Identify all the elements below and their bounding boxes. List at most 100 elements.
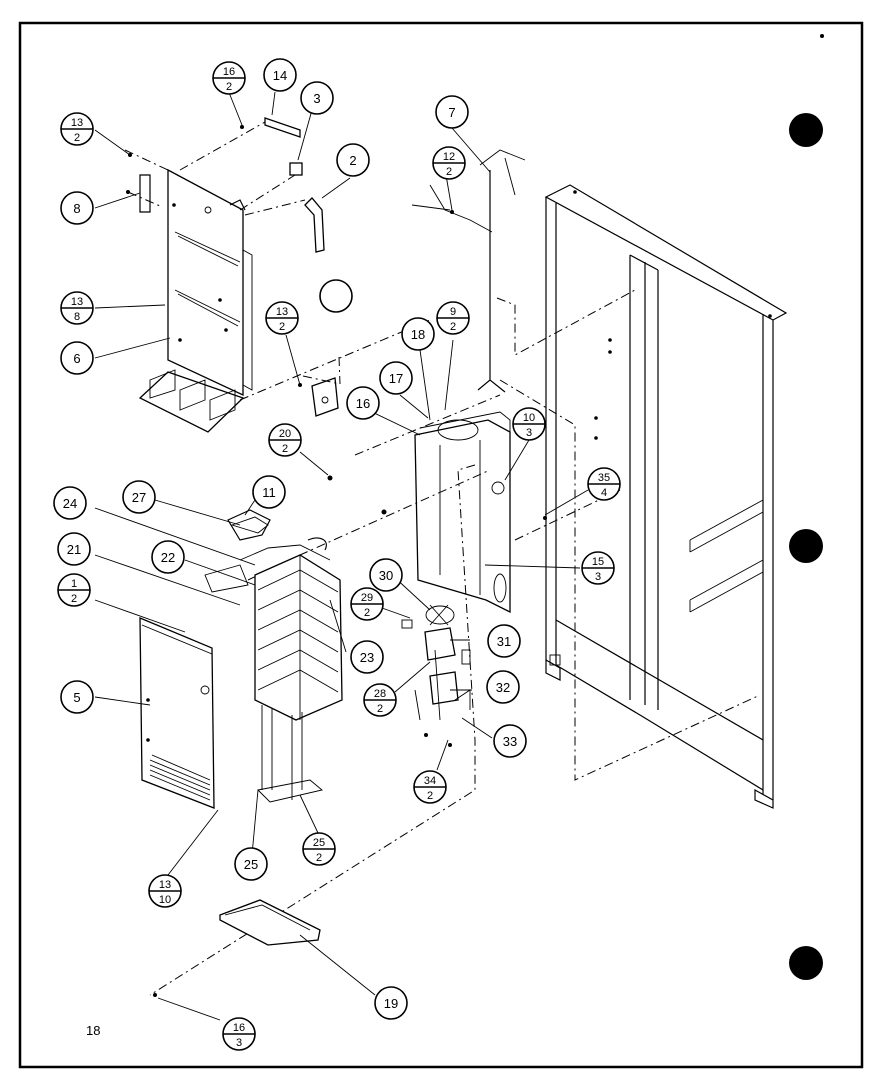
callout-part-number: 13 [159, 879, 171, 891]
callout-23: 23 [350, 640, 384, 674]
callout-circle [336, 143, 370, 177]
fan-motor-assembly [401, 604, 471, 721]
callout-part-number: 20 [279, 428, 291, 440]
callout-circle [374, 986, 408, 1020]
callout-part-number: 10 [523, 412, 535, 424]
callout-part-number: 2 [349, 153, 356, 168]
callout-circle [60, 341, 94, 375]
callout-part-number: 8 [73, 201, 80, 216]
callout-part-number: 25 [313, 837, 325, 849]
callout-circle [435, 95, 469, 129]
callout-part-number: 29 [361, 592, 373, 604]
callout-17: 17 [379, 361, 413, 395]
callout-13-2-b: 132 [265, 301, 299, 335]
callout-quantity: 2 [364, 607, 370, 619]
callout-quantity: 2 [427, 790, 433, 802]
callout-part-number: 32 [496, 680, 510, 695]
callout-quantity: 3 [236, 1037, 242, 1049]
callout-circle [60, 191, 94, 225]
callout-3: 3 [300, 81, 334, 115]
callout-8: 8 [60, 191, 94, 225]
evaporator-cover-upper [138, 168, 253, 433]
callout-circle [300, 81, 334, 115]
callout-28-2: 282 [363, 683, 397, 717]
callout-30: 30 [369, 558, 403, 592]
callout-part-number: 35 [598, 472, 610, 484]
callout-circle [60, 680, 94, 714]
callout-circle [487, 624, 521, 658]
callout-circle [369, 558, 403, 592]
refrigerator-cabinet [544, 184, 788, 809]
evaporator-coil [239, 544, 343, 803]
callout-part-number: 16 [233, 1022, 245, 1034]
callout-part-number: 5 [73, 690, 80, 705]
callout-quantity: 8 [74, 311, 80, 323]
callout-25: 25 [234, 847, 268, 881]
callout-part-number: 27 [132, 490, 146, 505]
callout-part-number: 24 [63, 496, 77, 511]
callout-circle [252, 475, 286, 509]
callout-22: 22 [151, 540, 185, 574]
page-number: 18 [86, 1023, 100, 1038]
callout-part-number: 23 [360, 650, 374, 665]
callout-part-number: 13 [71, 117, 83, 129]
callout-part-number: 16 [223, 66, 235, 78]
callout-part-number: 1 [71, 578, 77, 590]
callout-part-number: 13 [71, 296, 83, 308]
callout-2: 2 [336, 143, 370, 177]
callout-part-number: 21 [67, 542, 81, 557]
callout-9-2: 92 [436, 301, 470, 335]
callout-13-8: 138 [60, 291, 94, 325]
callout-part-number: 22 [161, 550, 175, 565]
callout-25-2: 252 [302, 832, 336, 866]
callout-11: 11 [252, 475, 286, 509]
callout-35-4: 354 [587, 467, 621, 501]
callout-part-number: 31 [497, 634, 511, 649]
callout-6: 6 [60, 341, 94, 375]
callout-part-number: 6 [73, 351, 80, 366]
callout-circle [53, 486, 87, 520]
callout-part-number: 34 [424, 775, 436, 787]
callout-part-number: 15 [592, 556, 604, 568]
callout-circle [57, 532, 91, 566]
fan-shroud [414, 411, 511, 614]
callout-quantity: 2 [282, 443, 288, 455]
callout-blank [319, 279, 353, 313]
callout-quantity: 2 [450, 321, 456, 333]
callout-circle [493, 724, 527, 758]
callout-part-number: 9 [450, 306, 456, 318]
callout-circle [234, 847, 268, 881]
callout-part-number: 11 [262, 485, 276, 500]
callout-15-3: 153 [581, 551, 615, 585]
callout-34-2: 342 [413, 770, 447, 804]
callout-circle [486, 670, 520, 704]
callout-1-2: 12 [57, 573, 91, 607]
callout-circle [122, 480, 156, 514]
callout-10-3: 103 [512, 407, 546, 441]
callout-18: 18 [401, 317, 435, 351]
callout-quantity: 2 [279, 321, 285, 333]
callout-part-number: 18 [411, 327, 425, 342]
callout-21: 21 [57, 532, 91, 566]
binder-hole-bottom [789, 946, 823, 980]
callout-layer: 1328138616214321327122189217162021033541… [53, 58, 621, 1051]
callout-part-number: 16 [356, 396, 370, 411]
callout-circle [350, 640, 384, 674]
callout-29-2: 292 [350, 587, 384, 621]
callout-circle [263, 58, 297, 92]
callout-quantity: 2 [74, 132, 80, 144]
callout-part-number: 12 [443, 151, 455, 163]
callout-circle [401, 317, 435, 351]
callout-circle [151, 540, 185, 574]
callout-circle [346, 386, 380, 420]
callout-part-number: 17 [389, 371, 403, 386]
callout-quantity: 3 [526, 427, 532, 439]
callout-circle [319, 279, 353, 313]
callout-31: 31 [487, 624, 521, 658]
callout-quantity: 2 [446, 166, 452, 178]
callout-14: 14 [263, 58, 297, 92]
callout-part-number: 33 [503, 734, 517, 749]
callout-part-number: 28 [374, 688, 386, 700]
callout-part-number: 3 [313, 91, 320, 106]
